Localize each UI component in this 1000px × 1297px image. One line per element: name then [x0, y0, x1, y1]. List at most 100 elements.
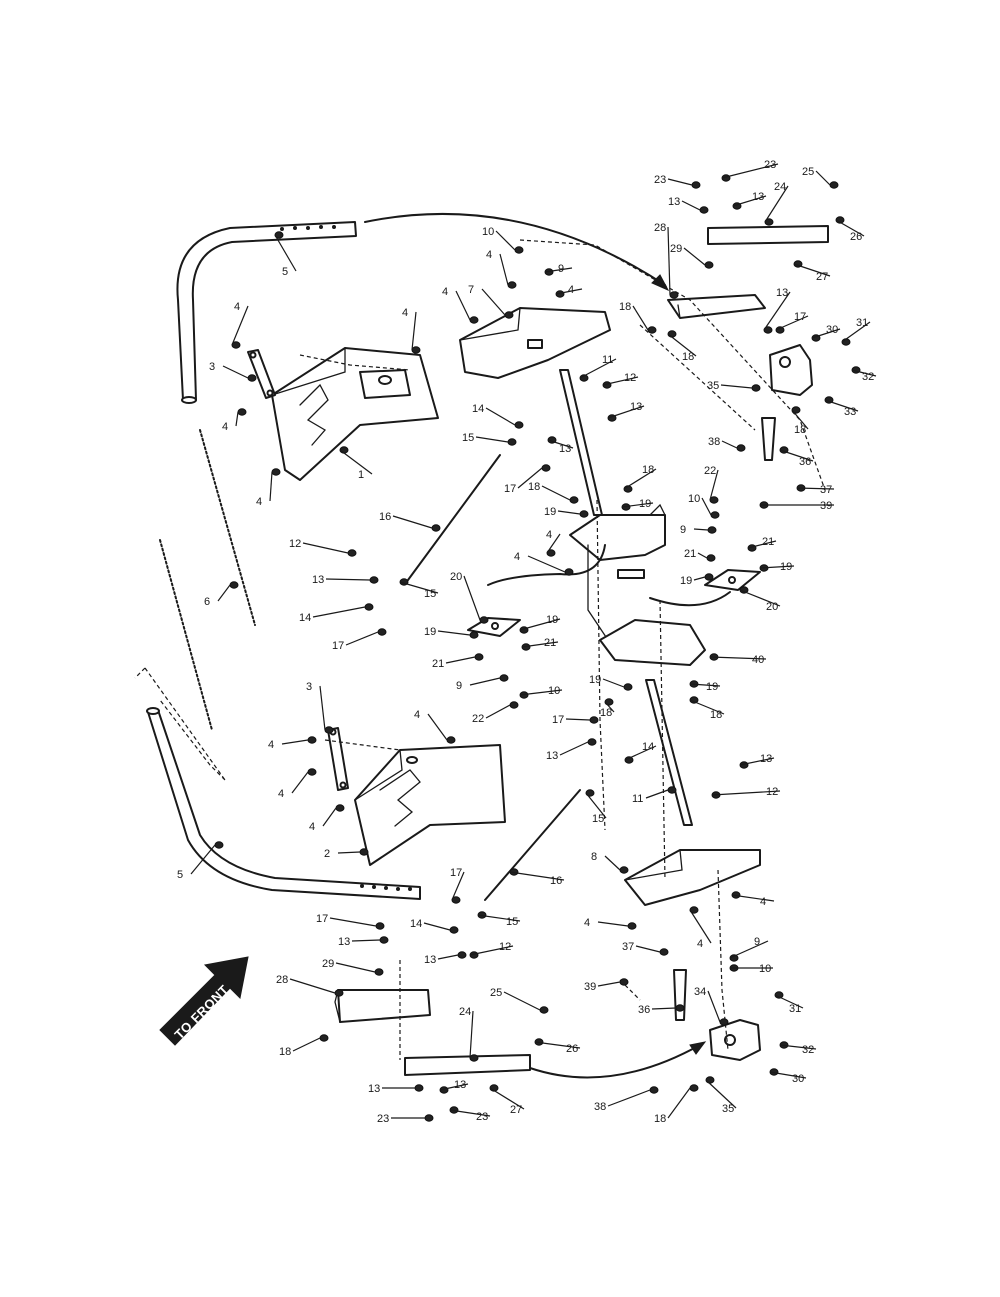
hardware-piece — [667, 330, 677, 338]
hardware-piece — [579, 510, 589, 518]
callout-label: 33 — [844, 406, 856, 418]
assembly-arrow-lower — [529, 1044, 701, 1079]
hardware-piece — [829, 181, 839, 189]
to-front-arrow: TO FRONT — [159, 956, 249, 1046]
callout-leader — [541, 485, 571, 501]
hardware-piece — [707, 526, 717, 534]
callout-label: 12 — [766, 786, 778, 798]
callout-leader — [269, 471, 273, 502]
callout-label: 11 — [632, 793, 643, 805]
callout-leader — [445, 656, 476, 664]
rod-upper — [559, 369, 603, 516]
callout-label: 22 — [472, 713, 484, 725]
callout-leader — [427, 713, 448, 741]
bar-lower — [404, 1054, 531, 1076]
callout-leader — [791, 409, 809, 430]
callout-leader — [312, 606, 366, 618]
callout-leader — [623, 468, 657, 490]
callout-leader — [775, 315, 809, 331]
callout-leader — [759, 565, 795, 569]
callout-leader — [585, 792, 607, 819]
callout-label: 6 — [204, 596, 210, 608]
callout-label: 26 — [850, 231, 862, 243]
callout-label: 21 — [432, 658, 444, 670]
callout-label: 5 — [177, 869, 183, 881]
callout-label: 23 — [654, 174, 666, 186]
callout-leader — [469, 945, 514, 956]
callout-label: 10 — [482, 226, 494, 238]
hardware-piece — [699, 206, 709, 214]
hanger-bracket-lower — [334, 989, 431, 1023]
callout-leader — [763, 291, 791, 331]
callout-leader — [521, 641, 559, 648]
hardware-piece — [359, 848, 369, 856]
callout-leader — [597, 981, 621, 987]
callout-leader — [455, 290, 471, 321]
pivot-block-upper — [769, 344, 813, 396]
callout-label: 30 — [792, 1073, 804, 1085]
hardware-piece — [379, 936, 389, 944]
callout-leader — [731, 894, 775, 902]
bracket-left-lower — [354, 744, 506, 866]
callout-label: 19 — [424, 626, 436, 638]
callout-label: 32 — [802, 1044, 814, 1056]
callout-label: 18 — [528, 481, 540, 493]
callout-leader — [437, 630, 471, 636]
hardware-piece — [704, 261, 714, 269]
callout-label: 4 — [546, 529, 552, 541]
callout-label: 10 — [688, 493, 700, 505]
callout-leader — [681, 200, 701, 211]
callout-leader — [667, 178, 693, 186]
hardware-piece — [307, 768, 317, 776]
callout-leader — [481, 288, 506, 316]
callout-label: 10 — [548, 685, 560, 697]
callout-label: 3 — [306, 681, 312, 693]
callout-leader — [796, 487, 835, 490]
callout-label: 17 — [450, 867, 462, 879]
tie-rod-upper — [407, 454, 501, 581]
callout-leader — [437, 954, 459, 960]
hardware-piece — [669, 291, 679, 299]
lower-bracket — [624, 849, 761, 906]
callout-label: 4 — [697, 938, 703, 950]
callout-leader — [769, 1071, 807, 1079]
hardware-piece — [514, 246, 524, 254]
callout-leader — [607, 1089, 651, 1107]
callout-label: 25 — [802, 166, 814, 178]
callout-label: 24 — [774, 181, 786, 193]
callout-label: 17 — [332, 640, 344, 652]
callout-label: 12 — [499, 941, 511, 953]
callout-label: 9 — [456, 680, 462, 692]
hardware-piece — [509, 701, 519, 709]
handle-bar-lower-dashed-guide — [134, 667, 226, 781]
callout-leader — [739, 757, 775, 766]
callout-label: 31 — [789, 1003, 801, 1015]
hardware-piece — [499, 674, 509, 682]
callout-label: 16 — [550, 875, 562, 887]
callout-label: 38 — [708, 436, 720, 448]
callout-label: 19 — [639, 498, 651, 510]
callout-label: 15 — [462, 432, 474, 444]
callout-leader — [392, 515, 433, 529]
callout-leader — [774, 994, 804, 1009]
hardware-piece — [504, 311, 514, 319]
hardware-piece — [414, 1084, 424, 1092]
control-cable-upper — [487, 544, 606, 586]
callout-label: 30 — [826, 324, 838, 336]
callout-label: 5 — [282, 266, 288, 278]
hardware-piece — [667, 786, 677, 794]
hardware-piece — [541, 464, 551, 472]
callout-leader — [463, 575, 481, 621]
callout-leader — [689, 699, 725, 715]
callout-leader — [729, 940, 769, 959]
callout-label: 4 — [402, 307, 408, 319]
callout-label: 12 — [624, 372, 636, 384]
callout-label: 18 — [279, 1046, 291, 1058]
hardware-piece — [446, 736, 456, 744]
callout-label: 3 — [209, 361, 215, 373]
callout-label: 13 — [752, 191, 764, 203]
hardware-piece — [647, 326, 657, 334]
spring-lower — [159, 539, 213, 731]
callout-label: 18 — [642, 464, 654, 476]
